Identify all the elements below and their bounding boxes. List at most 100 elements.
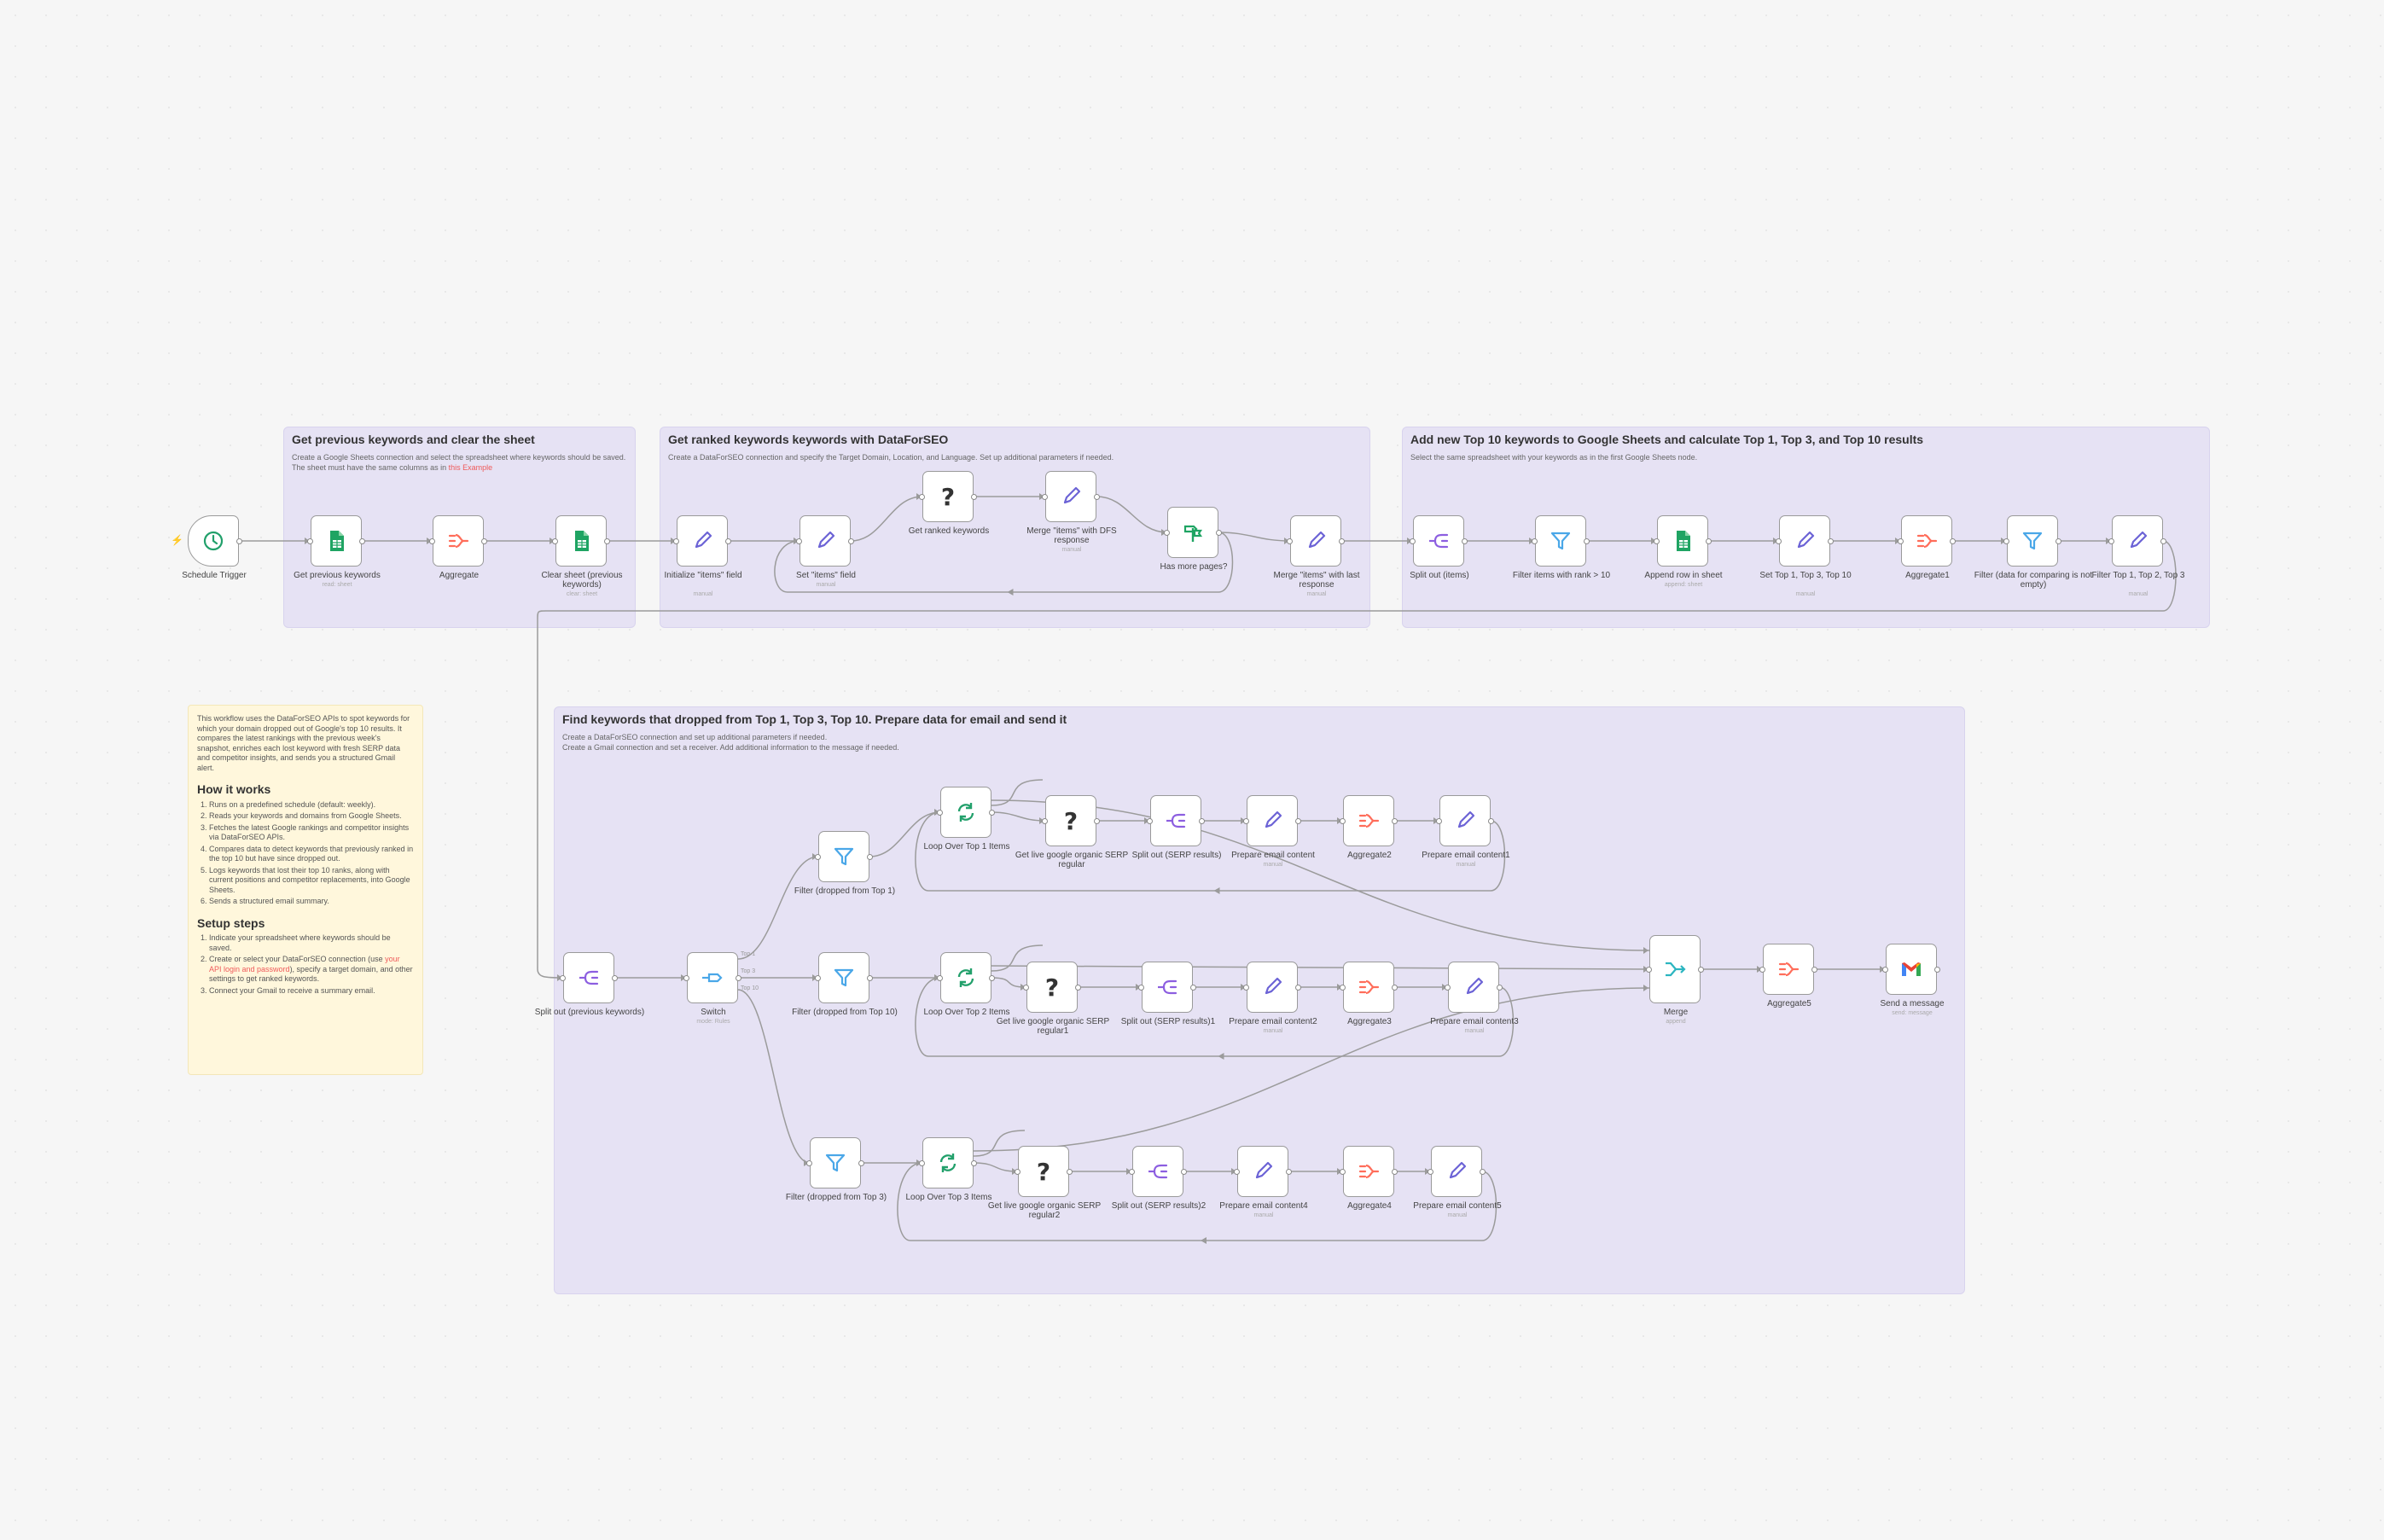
input-port[interactable] xyxy=(1898,538,1904,544)
output-port[interactable] xyxy=(1392,818,1398,824)
output-port[interactable] xyxy=(1392,985,1398,991)
output-port[interactable] xyxy=(1181,1169,1187,1175)
node-serp2[interactable]: ?Get live google organic SERP regular2 xyxy=(988,1146,1101,1220)
input-port[interactable] xyxy=(1147,818,1153,824)
input-port[interactable] xyxy=(937,810,943,816)
input-port[interactable] xyxy=(815,854,821,860)
output-port[interactable] xyxy=(1075,985,1081,991)
output-port[interactable] xyxy=(359,538,365,544)
input-port[interactable] xyxy=(1410,538,1416,544)
output-port[interactable] xyxy=(736,975,741,981)
input-port[interactable] xyxy=(1532,538,1538,544)
output-port[interactable] xyxy=(1811,967,1817,973)
output-port[interactable] xyxy=(1094,818,1100,824)
node-clear[interactable]: Clear sheet (previous keywords)clear: sh… xyxy=(541,515,623,597)
input-port[interactable] xyxy=(673,538,679,544)
input-port[interactable] xyxy=(1042,818,1048,824)
output-port[interactable] xyxy=(604,538,610,544)
node-filterdata[interactable]: Filter (data for comparing is not empty) xyxy=(1974,515,2092,590)
output-port[interactable] xyxy=(1392,1169,1398,1175)
node-splitserp2[interactable]: Split out (SERP results)2 xyxy=(1112,1146,1206,1211)
node-agg0[interactable]: Aggregate xyxy=(429,515,487,580)
input-port[interactable] xyxy=(1023,985,1029,991)
input-port[interactable] xyxy=(1164,530,1170,536)
output-port[interactable] xyxy=(1698,967,1704,973)
output-port[interactable] xyxy=(1828,538,1834,544)
output-port[interactable] xyxy=(989,810,995,816)
input-port[interactable] xyxy=(307,538,313,544)
output-port[interactable] xyxy=(2055,538,2061,544)
example-link[interactable]: this Example xyxy=(448,463,493,472)
output-port[interactable] xyxy=(1295,985,1301,991)
output-port[interactable] xyxy=(1480,1169,1486,1175)
node-agg4[interactable]: Aggregate4 xyxy=(1340,1146,1398,1211)
node-splititems[interactable]: Split out (items) xyxy=(1410,515,1469,580)
node-agg3[interactable]: Aggregate3 xyxy=(1340,962,1398,1026)
input-port[interactable] xyxy=(552,538,558,544)
input-port[interactable] xyxy=(1646,967,1652,973)
output-port[interactable] xyxy=(1934,967,1940,973)
input-port[interactable] xyxy=(1340,985,1346,991)
input-port[interactable] xyxy=(1234,1169,1240,1175)
input-port[interactable] xyxy=(1243,985,1249,991)
output-port[interactable] xyxy=(989,975,995,981)
output-port[interactable] xyxy=(1706,538,1712,544)
output-port[interactable] xyxy=(858,1160,864,1166)
node-loop3[interactable]: Loop Over Top 3 Items xyxy=(906,1137,991,1202)
input-port[interactable] xyxy=(806,1160,812,1166)
input-port[interactable] xyxy=(2003,538,2009,544)
input-port[interactable] xyxy=(815,975,821,981)
node-sched[interactable]: Schedule Trigger xyxy=(182,515,247,580)
output-port[interactable] xyxy=(1488,818,1494,824)
node-loop2[interactable]: Loop Over Top 2 Items xyxy=(924,952,1009,1017)
output-port[interactable] xyxy=(1462,538,1468,544)
output-port[interactable] xyxy=(1584,538,1590,544)
input-port[interactable] xyxy=(937,975,943,981)
output-port[interactable] xyxy=(867,854,873,860)
input-port[interactable] xyxy=(1445,985,1451,991)
input-port[interactable] xyxy=(1287,538,1293,544)
node-serp0[interactable]: ?Get live google organic SERP regular xyxy=(1015,795,1128,869)
api-credentials-link[interactable]: your API login and password xyxy=(209,955,400,973)
output-port[interactable] xyxy=(1067,1169,1073,1175)
node-agg5[interactable]: Aggregate5 xyxy=(1759,944,1817,1008)
input-port[interactable] xyxy=(1340,818,1346,824)
input-port[interactable] xyxy=(919,1160,925,1166)
output-port[interactable] xyxy=(612,975,618,981)
node-filter10[interactable]: Filter items with rank > 10 xyxy=(1513,515,1610,580)
node-agg1[interactable]: Aggregate1 xyxy=(1898,515,1956,580)
node-serp1[interactable]: ?Get live google organic SERP regular1 xyxy=(997,962,1109,1036)
node-getranked[interactable]: ?Get ranked keywords xyxy=(909,471,989,536)
output-port[interactable] xyxy=(2160,538,2166,544)
output-port[interactable] xyxy=(848,538,854,544)
output-port[interactable] xyxy=(1199,818,1205,824)
output-port[interactable] xyxy=(236,538,242,544)
input-port[interactable] xyxy=(1129,1169,1135,1175)
node-splitserp1[interactable]: Split out (SERP results)1 xyxy=(1121,962,1215,1026)
sticky-note[interactable]: This workflow uses the DataForSEO APIs t… xyxy=(188,705,423,1075)
input-port[interactable] xyxy=(1340,1169,1346,1175)
node-splitserp0[interactable]: Split out (SERP results) xyxy=(1132,795,1221,860)
output-port[interactable] xyxy=(1094,494,1100,500)
input-port[interactable] xyxy=(1015,1169,1020,1175)
node-loop1[interactable]: Loop Over Top 1 Items xyxy=(924,787,1009,851)
input-port[interactable] xyxy=(1882,967,1888,973)
node-fd3[interactable]: Filter (dropped from Top 3) xyxy=(786,1137,887,1202)
input-port[interactable] xyxy=(560,975,566,981)
input-port[interactable] xyxy=(1427,1169,1433,1175)
input-port[interactable] xyxy=(1243,818,1249,824)
